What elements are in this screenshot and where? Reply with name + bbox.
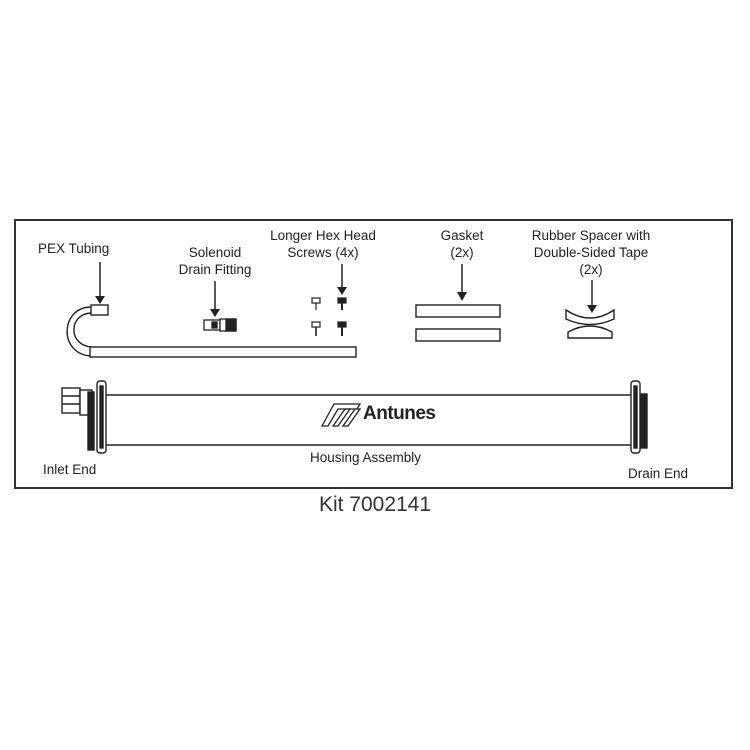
spacer-label: Rubber Spacer with Double-Sided Tape (2x… bbox=[512, 227, 670, 278]
solenoid-drain-fitting-part bbox=[203, 318, 237, 332]
solenoid-label-line1: Solenoid bbox=[188, 245, 242, 260]
drain-end-label: Drain End bbox=[628, 466, 689, 481]
spacer-label-line1: Rubber Spacer with bbox=[531, 228, 651, 243]
spacer-label-line2: Double-Sided Tape bbox=[533, 245, 649, 260]
antunes-logo-mark bbox=[320, 403, 362, 427]
rubber-spacer-part bbox=[565, 308, 615, 339]
housing-assembly-part bbox=[61, 380, 648, 454]
gasket-part bbox=[415, 304, 501, 342]
pex-tubing-label: PEX Tubing bbox=[38, 241, 110, 256]
gasket-label-line1: Gasket bbox=[440, 228, 484, 243]
screws-label-line1: Longer Hex Head bbox=[270, 228, 376, 243]
housing-assembly-label: Housing Assembly bbox=[310, 450, 422, 465]
screws-label: Longer Hex Head Screws (4x) bbox=[252, 227, 394, 261]
screws-label-line2: Screws (4x) bbox=[287, 245, 359, 260]
antunes-logo-text: Antunes bbox=[363, 403, 436, 424]
kit-number-caption: Kit 7002141 bbox=[318, 493, 432, 516]
gasket-label: Gasket (2x) bbox=[420, 227, 504, 261]
hex-screws-part bbox=[311, 297, 347, 336]
pex-tubing-part bbox=[66, 304, 357, 358]
solenoid-label-line2: Drain Fitting bbox=[178, 262, 252, 277]
diagram-frame bbox=[14, 219, 733, 489]
inlet-end-label: Inlet End bbox=[43, 462, 97, 477]
spacer-label-line3: (2x) bbox=[579, 262, 603, 277]
solenoid-label: Solenoid Drain Fitting bbox=[155, 244, 275, 278]
gasket-label-line2: (2x) bbox=[450, 245, 474, 260]
